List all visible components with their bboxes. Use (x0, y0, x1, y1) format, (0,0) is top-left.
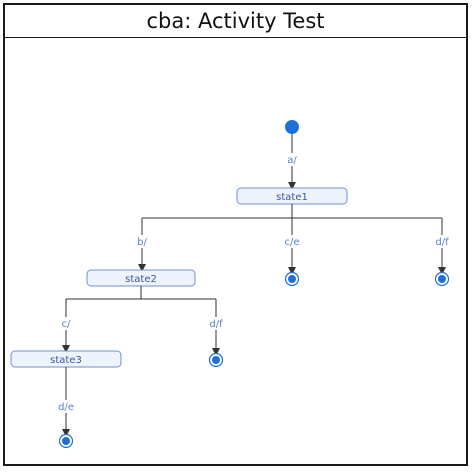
transition-init-state1: a/ (283, 134, 301, 190)
transition-label: d/e (58, 402, 74, 413)
transition-label: b/ (137, 237, 147, 248)
final-node (58, 433, 74, 449)
transition-label: c/e (284, 237, 299, 248)
transition-label: d/f (435, 237, 449, 248)
transition-state1-final-ce: c/e (281, 218, 303, 275)
transition-state3-final-de: d/e (55, 367, 77, 437)
transition-state1-final-df: d/f (431, 218, 453, 275)
transition-state2-final-df: d/f (205, 299, 227, 356)
final-node (434, 271, 450, 287)
state-label: state3 (50, 355, 82, 366)
transition-label: d/f (209, 319, 223, 330)
final-node (208, 352, 224, 368)
state-node-state3[interactable]: state3 (10, 350, 122, 368)
state-label: state2 (125, 274, 157, 285)
transition-label: c/ (62, 319, 71, 330)
transition-state2-state3: c/ (57, 299, 75, 353)
branch-state1 (142, 204, 442, 219)
transition-state1-state2: b/ (133, 218, 151, 272)
initial-node (285, 120, 299, 134)
state-label: state1 (276, 192, 308, 203)
diagram-title: cba: Activity Test (5, 5, 466, 38)
diagram-frame: cba: Activity Test (3, 3, 468, 466)
branch-state2 (66, 286, 216, 300)
final-node (284, 271, 300, 287)
transition-label: a/ (287, 155, 297, 166)
state-node-state1[interactable]: state1 (236, 187, 348, 205)
state-node-state2[interactable]: state2 (86, 269, 196, 287)
